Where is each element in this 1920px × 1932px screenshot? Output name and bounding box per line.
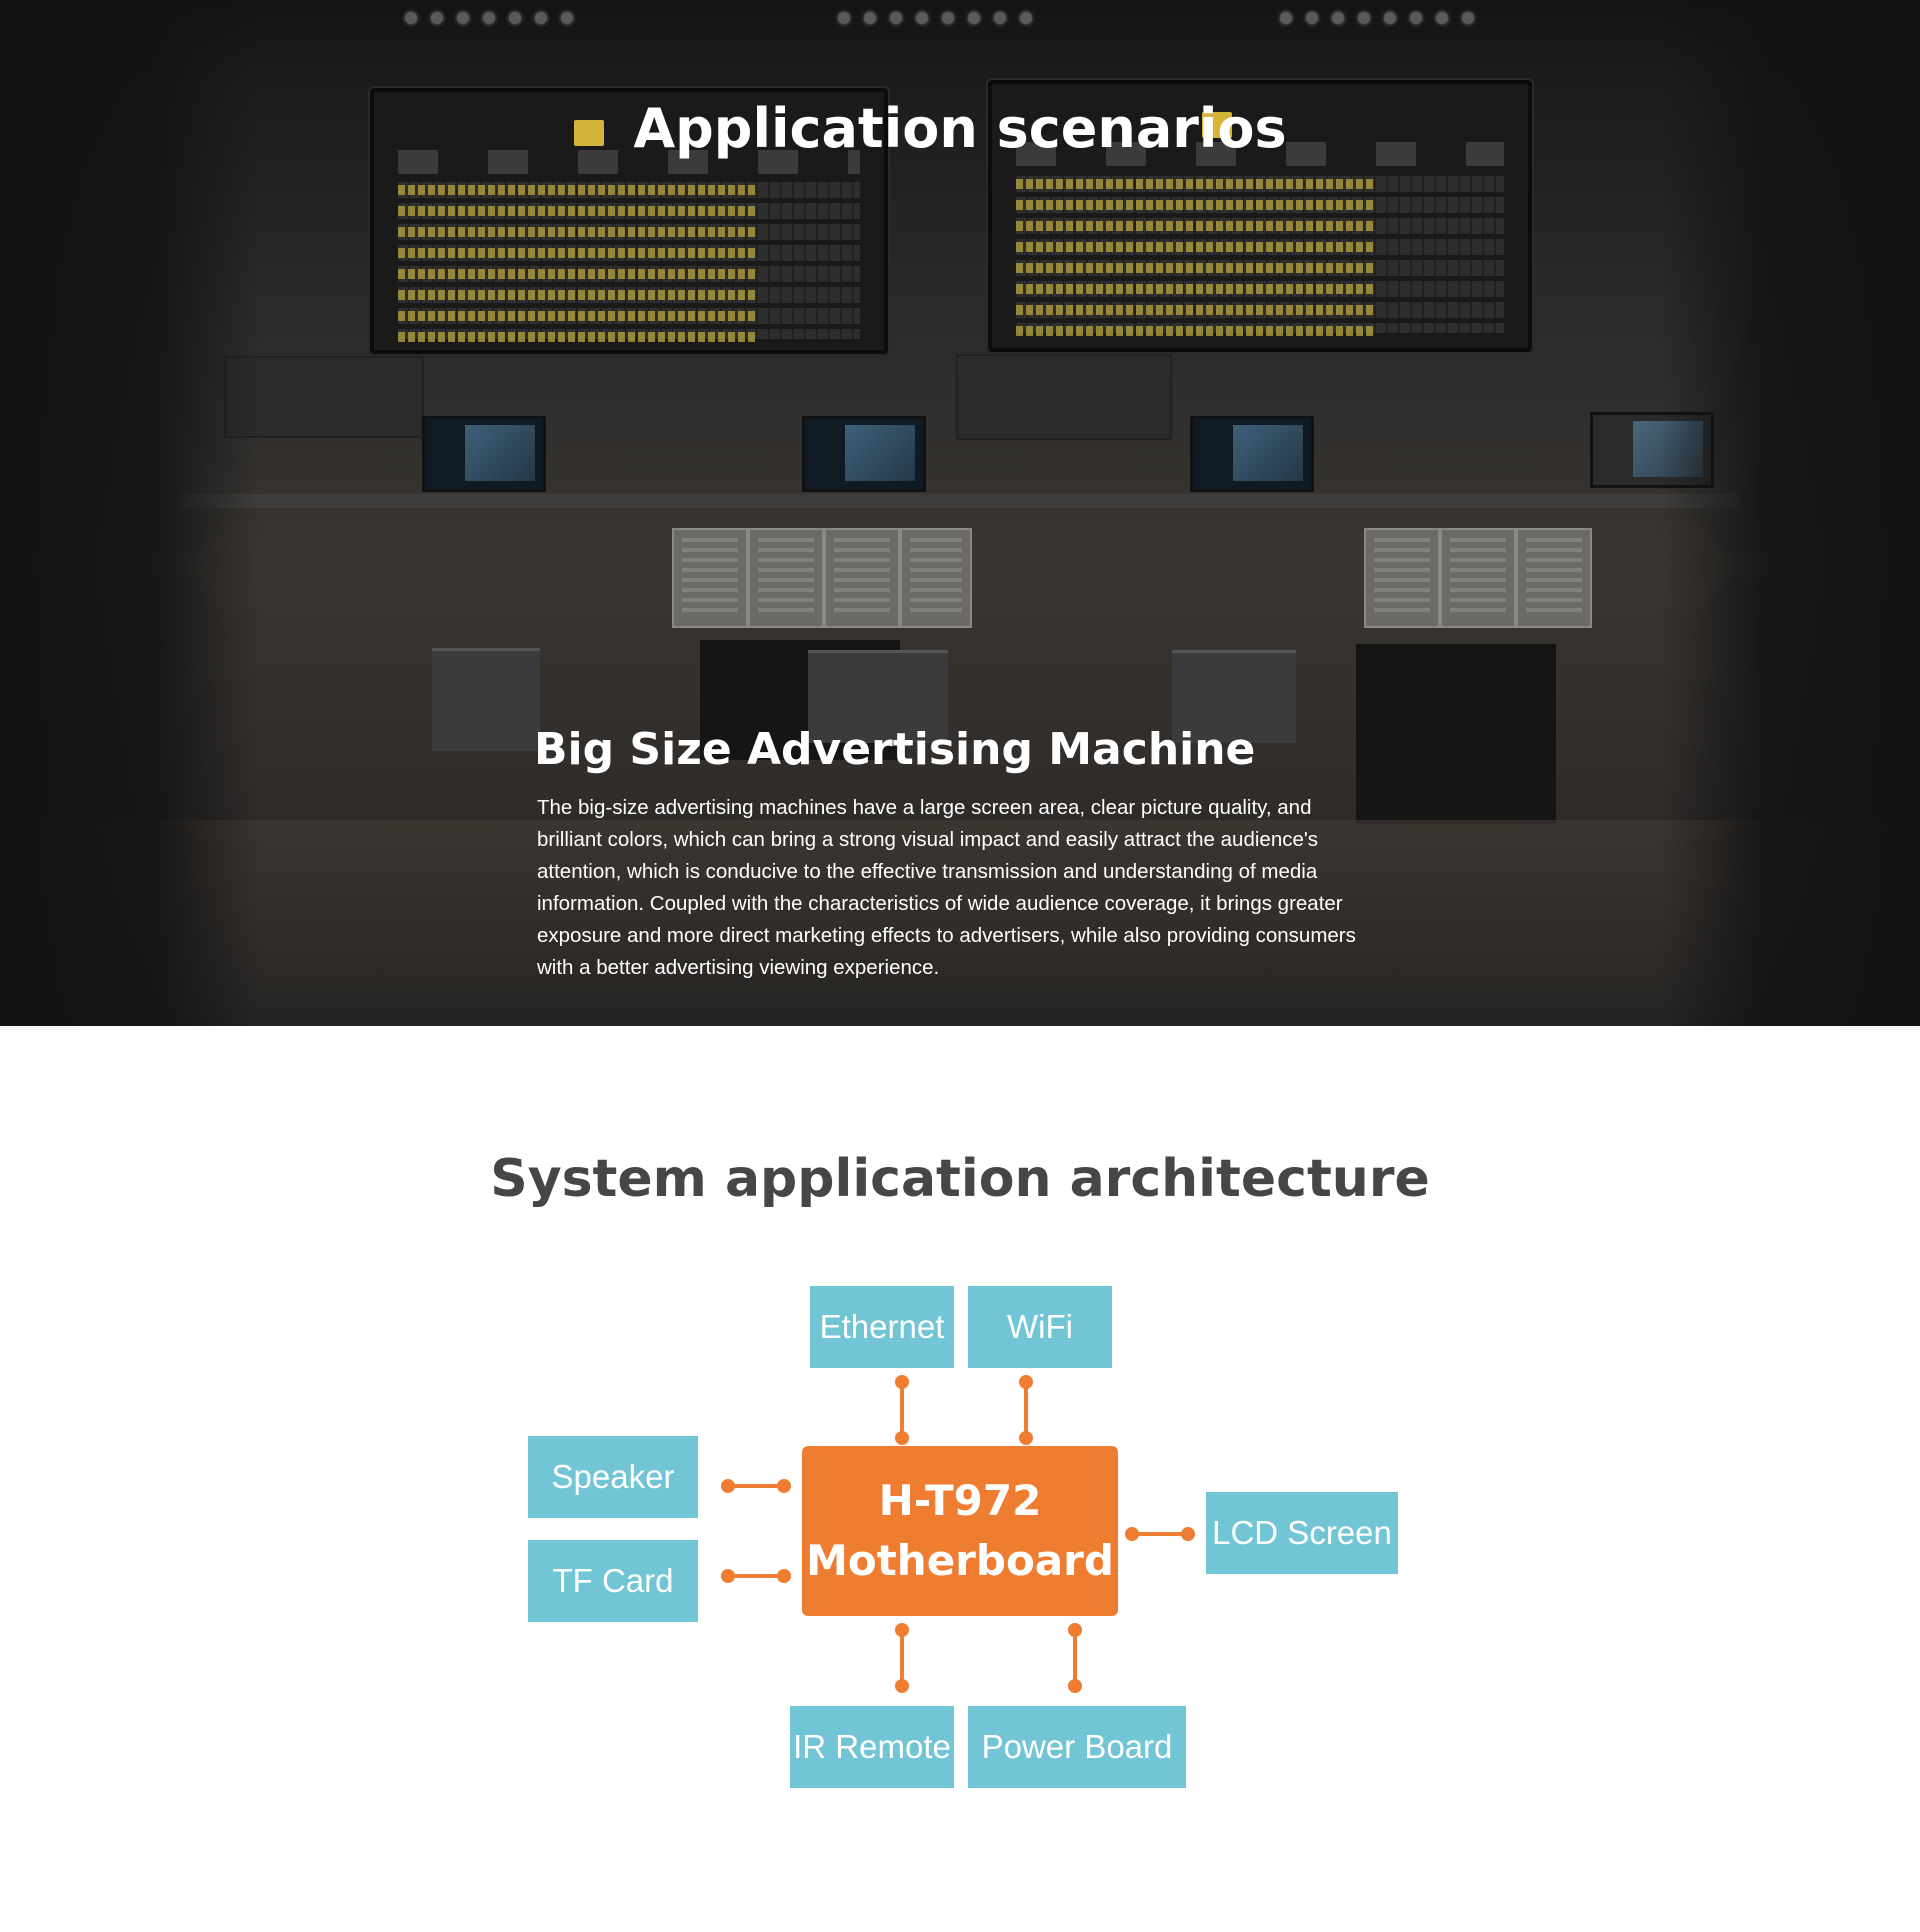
connector-dot: [1068, 1623, 1082, 1637]
connector-dot: [895, 1431, 909, 1445]
node-power-board: Power Board: [968, 1706, 1186, 1788]
poster: [748, 528, 824, 628]
ceiling-lights: [838, 12, 1032, 24]
connector-dot: [721, 1479, 735, 1493]
poster: [900, 528, 972, 628]
connector-dot: [895, 1623, 909, 1637]
departures-board: [988, 80, 1532, 352]
application-scenarios-section: Application scenarios Big Size Advertisi…: [0, 0, 1920, 1026]
floor: [0, 820, 1920, 1026]
checkin-desk: [1172, 650, 1296, 743]
connector-dot: [777, 1479, 791, 1493]
vignette: [1660, 0, 1920, 1026]
connector-dot: [1019, 1431, 1033, 1445]
connector-dot: [895, 1679, 909, 1693]
display-screen: [802, 416, 926, 492]
departures-board: [370, 88, 888, 354]
vignette: [0, 0, 260, 1026]
poster: [824, 528, 900, 628]
poster: [1364, 528, 1440, 628]
connector-dot: [1068, 1679, 1082, 1693]
product-title: Big Size Advertising Machine: [534, 724, 1256, 775]
node-tf-card: TF Card: [528, 1540, 698, 1622]
section-title: Application scenarios: [633, 97, 1287, 160]
core-model: H-T972: [878, 1476, 1042, 1525]
poster: [1440, 528, 1516, 628]
product-description: The big-size advertising machines have a…: [537, 796, 1356, 979]
checkin-desk: [432, 648, 540, 751]
architecture-title: System application architecture: [490, 1149, 1430, 1209]
connector-dot: [1125, 1527, 1139, 1541]
ceiling-lights: [405, 12, 573, 24]
checkin-sign: [956, 354, 1172, 440]
node-speaker: Speaker: [528, 1436, 698, 1518]
poster: [1516, 528, 1592, 628]
counter-panel: [1356, 644, 1556, 824]
connector-dot: [895, 1375, 909, 1389]
connector-dot: [1181, 1527, 1195, 1541]
ceiling-beam: [180, 494, 1740, 508]
connector-dot: [777, 1569, 791, 1583]
display-screen: [1190, 416, 1314, 492]
connector-dot: [721, 1569, 735, 1583]
node-lcd-screen: LCD Screen: [1206, 1492, 1398, 1574]
poster: [672, 528, 748, 628]
motherboard-core: H-T972 Motherboard: [802, 1446, 1118, 1616]
display-screen: [422, 416, 546, 492]
node-ethernet: Ethernet: [810, 1286, 954, 1368]
node-ir-remote: IR Remote: [790, 1706, 954, 1788]
node-wifi: WiFi: [968, 1286, 1112, 1368]
connector-dot: [1019, 1375, 1033, 1389]
core-label: Motherboard: [806, 1536, 1114, 1585]
checkin-desk: [808, 650, 948, 743]
ceiling-lights: [1280, 12, 1474, 24]
